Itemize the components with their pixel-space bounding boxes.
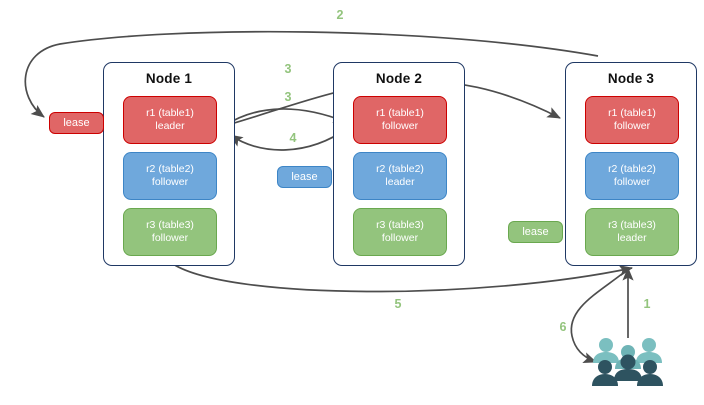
step-label-3-upper: 3 bbox=[284, 62, 292, 76]
replica-name: r3 (table3) bbox=[376, 219, 424, 231]
edge-step-3-to-node2 bbox=[223, 108, 347, 127]
lease-box-blue[interactable]: lease bbox=[277, 166, 332, 188]
node-2-replica-r1[interactable]: r1 (table1) follower bbox=[353, 96, 447, 144]
node-2[interactable]: Node 2 r1 (table1) follower r2 (table2) … bbox=[333, 62, 465, 266]
replica-role: follower bbox=[151, 232, 189, 244]
node-3-replica-r1[interactable]: r1 (table1) follower bbox=[585, 96, 679, 144]
node-2-replica-r3[interactable]: r3 (table3) follower bbox=[353, 208, 447, 256]
node-1-title: Node 1 bbox=[145, 71, 193, 86]
replica-role: leader bbox=[155, 120, 185, 132]
node-2-title: Node 2 bbox=[375, 71, 423, 86]
step-label-1: 1 bbox=[643, 297, 651, 311]
replica-name: r2 (table2) bbox=[608, 163, 656, 175]
replica-role: follower bbox=[613, 176, 651, 188]
node-3-title: Node 3 bbox=[607, 71, 655, 86]
step-label-4: 4 bbox=[289, 131, 297, 145]
node-3[interactable]: Node 3 r1 (table1) follower r2 (table2) … bbox=[565, 62, 697, 266]
replica-role: follower bbox=[381, 232, 419, 244]
replica-role: leader bbox=[617, 232, 647, 244]
node-1-replica-r3[interactable]: r3 (table3) follower bbox=[123, 208, 217, 256]
lease-box-green[interactable]: lease bbox=[508, 221, 563, 243]
lease-box-red[interactable]: lease bbox=[49, 112, 104, 134]
node-3-replica-r3[interactable]: r3 (table3) leader bbox=[585, 208, 679, 256]
replica-name: r3 (table3) bbox=[608, 219, 656, 231]
replica-name: r3 (table3) bbox=[146, 219, 194, 231]
step-label-2: 2 bbox=[336, 8, 344, 22]
step-label-6: 6 bbox=[559, 320, 567, 334]
edge-step-6 bbox=[570, 269, 628, 363]
edge-step-2 bbox=[24, 30, 599, 118]
replica-role: follower bbox=[613, 120, 651, 132]
node-1-replica-r2[interactable]: r2 (table2) follower bbox=[123, 152, 217, 200]
replica-role: follower bbox=[381, 120, 419, 132]
replica-name: r1 (table1) bbox=[376, 107, 424, 119]
node-3-replica-r2[interactable]: r2 (table2) follower bbox=[585, 152, 679, 200]
users-group-icon bbox=[592, 338, 663, 386]
node-1-replica-r1[interactable]: r1 (table1) leader bbox=[123, 96, 217, 144]
node-2-replica-r2[interactable]: r2 (table2) leader bbox=[353, 152, 447, 200]
replica-role: follower bbox=[151, 176, 189, 188]
step-label-3-lower: 3 bbox=[284, 90, 292, 104]
replica-name: r1 (table1) bbox=[608, 107, 656, 119]
replica-name: r2 (table2) bbox=[146, 163, 194, 175]
node-1[interactable]: Node 1 r1 (table1) leader r2 (table2) fo… bbox=[103, 62, 235, 266]
replica-role: leader bbox=[385, 176, 415, 188]
edge-step-5 bbox=[172, 263, 633, 293]
replica-name: r2 (table2) bbox=[376, 163, 424, 175]
replica-name: r1 (table1) bbox=[146, 107, 194, 119]
step-label-5: 5 bbox=[394, 297, 402, 311]
